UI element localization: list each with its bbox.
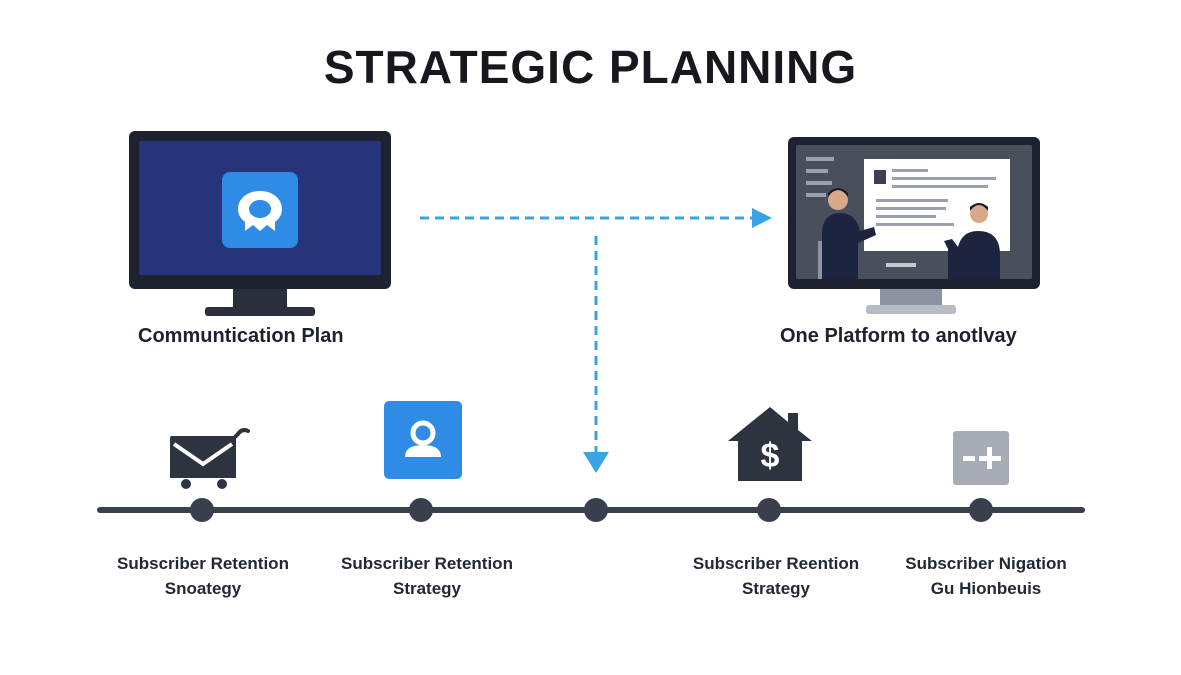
mail-cart-icon bbox=[170, 428, 250, 489]
timeline-node-1 bbox=[190, 498, 214, 522]
step-label-2: Subscriber Retention Strategy bbox=[341, 554, 513, 598]
communication-plan-caption: Communtication Plan bbox=[138, 325, 344, 347]
plus-minus-icon bbox=[953, 431, 1009, 485]
svg-text:$: $ bbox=[761, 437, 780, 475]
communication-monitor bbox=[129, 131, 391, 316]
timeline-node-5 bbox=[969, 498, 993, 522]
listener-person-illustration bbox=[944, 203, 1000, 279]
house-dollar-icon: $ bbox=[728, 407, 812, 481]
user-badge-icon bbox=[384, 401, 462, 479]
page-title: STRATEGIC PLANNING bbox=[323, 41, 858, 93]
dashed-arrow-right bbox=[420, 208, 772, 228]
step-label-1: Subscriber Retention Snoategy bbox=[117, 554, 289, 598]
dashed-arrow-down bbox=[583, 236, 609, 473]
platform-caption: One Platform to anotlvay bbox=[780, 325, 1017, 347]
step-label-5: Subscriber Nigation Gu Hionbeuis bbox=[905, 554, 1067, 598]
step-label-4: Subscriber Reention Strategy bbox=[692, 554, 860, 598]
timeline-node-3 bbox=[584, 498, 608, 522]
timeline-node-4 bbox=[757, 498, 781, 522]
platform-monitor bbox=[788, 137, 1040, 314]
timeline-node-2 bbox=[409, 498, 433, 522]
presenter-person-illustration bbox=[818, 188, 876, 279]
chat-bubble-icon bbox=[222, 172, 298, 248]
